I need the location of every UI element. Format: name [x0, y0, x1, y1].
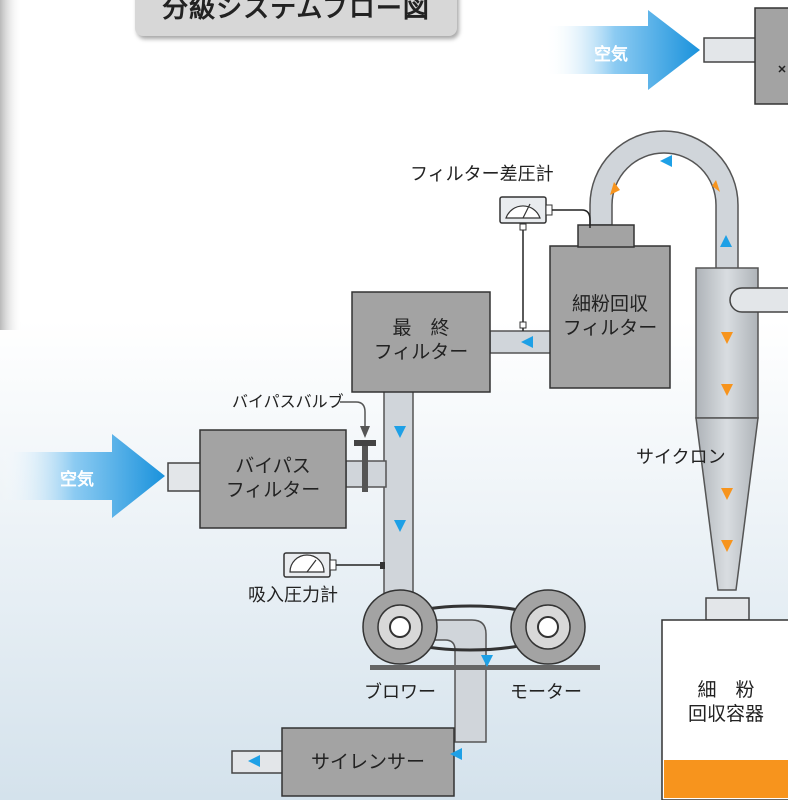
bypass-filter-label: バイパス フィルター: [200, 454, 346, 502]
final-filter-label: 最 終 フィルター: [352, 316, 490, 364]
duct-vertical-main: [383, 389, 414, 596]
filter-gauge-label: フィルター差圧計: [410, 164, 554, 185]
bypass-valve-handle: [354, 440, 376, 446]
fine-filter-line1: 細粉回収: [571, 293, 648, 315]
container-line1: 細 粉: [697, 679, 755, 701]
flow-arrows: [248, 155, 732, 767]
silencer-label: サイレンサー: [310, 751, 425, 773]
particle-arrow: [721, 540, 733, 552]
collected-powder: [664, 760, 788, 798]
suction-gauge-label: 吸入圧力計: [248, 585, 338, 606]
top-unit-box: [754, 7, 788, 105]
air-arrow-top: [545, 10, 700, 90]
bypass-valve-label: バイパスバルブ: [232, 392, 344, 411]
bypass-filter-line2: フィルター: [225, 479, 321, 501]
cyclone-label: サイクロン: [636, 447, 726, 468]
container-line2: 回収容器: [687, 703, 764, 725]
air-label-left: 空気: [60, 470, 94, 490]
flow-arrow: [481, 655, 493, 667]
particle-arrow: [610, 182, 620, 195]
silencer-box: [281, 727, 455, 797]
flow-arrow: [450, 748, 462, 760]
flow-arrow: [394, 520, 406, 532]
air-arrow-left: [0, 434, 165, 518]
flow-arrow: [248, 755, 260, 767]
bypass-filter-box: [199, 429, 347, 529]
particle-arrow: [721, 384, 733, 396]
cyclone-cone: [695, 417, 759, 591]
particle-arrow: [712, 180, 720, 192]
cyclone-inlet-duct: [729, 287, 788, 313]
fine-filter-box: [549, 245, 671, 389]
particle-arrow: [721, 332, 733, 344]
final-filter-line1: 最 終: [392, 317, 450, 339]
fine-filter-label: 細粉回収 フィルター: [550, 292, 670, 340]
duct-u-bend: [589, 130, 739, 273]
flow-arrow: [521, 336, 533, 348]
particle-arrow: [721, 488, 733, 500]
motor-pulley: [537, 616, 559, 638]
filter-gauge-dial: [505, 205, 541, 219]
base-plate: [370, 665, 600, 670]
flow-arrow: [660, 155, 672, 167]
flow-arrow: [394, 426, 406, 438]
blower-label: ブロワー: [364, 682, 436, 703]
suction-gauge-dial: [289, 554, 325, 573]
page-title: 分級システムフロー図: [135, 0, 457, 36]
bypass-filter-line1: バイパス: [235, 455, 311, 477]
motor-label: モーター: [510, 682, 582, 703]
cyclone-outlet-neck: [705, 597, 750, 621]
container-label: 細 粉 回収容器: [662, 678, 788, 726]
flow-arrow: [720, 235, 732, 247]
fine-filter-line2: フィルター: [562, 317, 658, 339]
top-unit-text-fragment: [778, 65, 786, 73]
air-label-top: 空気: [594, 45, 628, 65]
blower-pulley: [389, 616, 411, 638]
bypass-inlet-duct: [167, 462, 203, 492]
top-inlet-duct: [703, 37, 757, 63]
final-filter-line2: フィルター: [373, 341, 469, 363]
fine-filter-cap: [577, 224, 635, 248]
bypass-valve-stem: [362, 446, 368, 492]
particle-arrows: [610, 180, 733, 552]
left-edge-shade: [0, 0, 22, 330]
final-filter-box: [351, 291, 491, 393]
